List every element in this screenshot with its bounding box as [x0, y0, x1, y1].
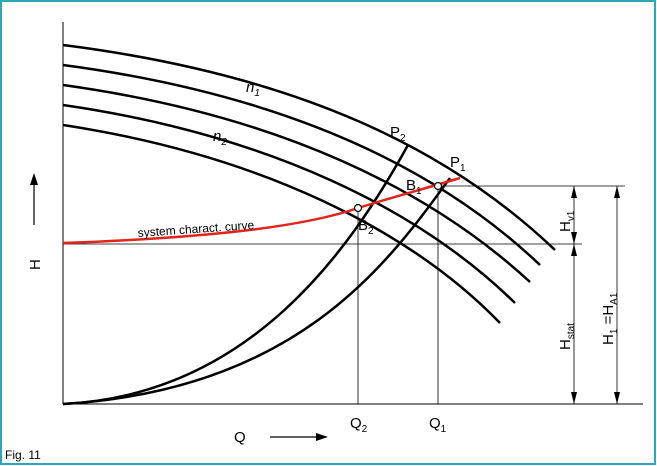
hv1-label: Hv1 [557, 210, 577, 232]
b1-label: B1 [406, 177, 422, 197]
hstat-arrow-bottom [571, 392, 577, 404]
h1-arrow-bottom [614, 392, 620, 404]
n2-label: n2 [213, 128, 227, 148]
pump-curve-n2 [62, 123, 501, 324]
n1-label: n1 [246, 79, 260, 99]
x-axis-label: Q [234, 429, 246, 446]
q-arrow-head [316, 433, 328, 441]
h1-arrow-top [614, 186, 620, 198]
operating-point-b1 [433, 181, 443, 191]
curve-p1 [62, 177, 452, 406]
h-arrow-head [30, 173, 38, 185]
q2-label: Q2 [350, 415, 368, 435]
hstat-arrow-top [571, 244, 577, 256]
hv1-arrow-top [571, 186, 577, 198]
q1-label: Q1 [429, 415, 447, 435]
h1-equals-ha1-label: H1 =HA1 [600, 292, 620, 345]
pump-curve-n1 [62, 43, 556, 251]
pump-curve-2 [62, 63, 541, 266]
p1-label: P1 [450, 154, 466, 174]
pump-curve-3 [62, 83, 531, 283]
b2-label: B2 [358, 217, 374, 237]
hv1-arrow-bottom [571, 232, 577, 244]
pump-curve-4 [62, 103, 516, 304]
operating-point-b2 [353, 203, 363, 213]
system-characteristic-curve [62, 176, 461, 245]
hstat-label: Hstat [557, 323, 577, 350]
y-axis-label: H [27, 259, 44, 270]
p2-label: P2 [390, 124, 406, 144]
curve-p2 [62, 144, 410, 406]
figure-caption: Fig. 11 [5, 448, 41, 462]
